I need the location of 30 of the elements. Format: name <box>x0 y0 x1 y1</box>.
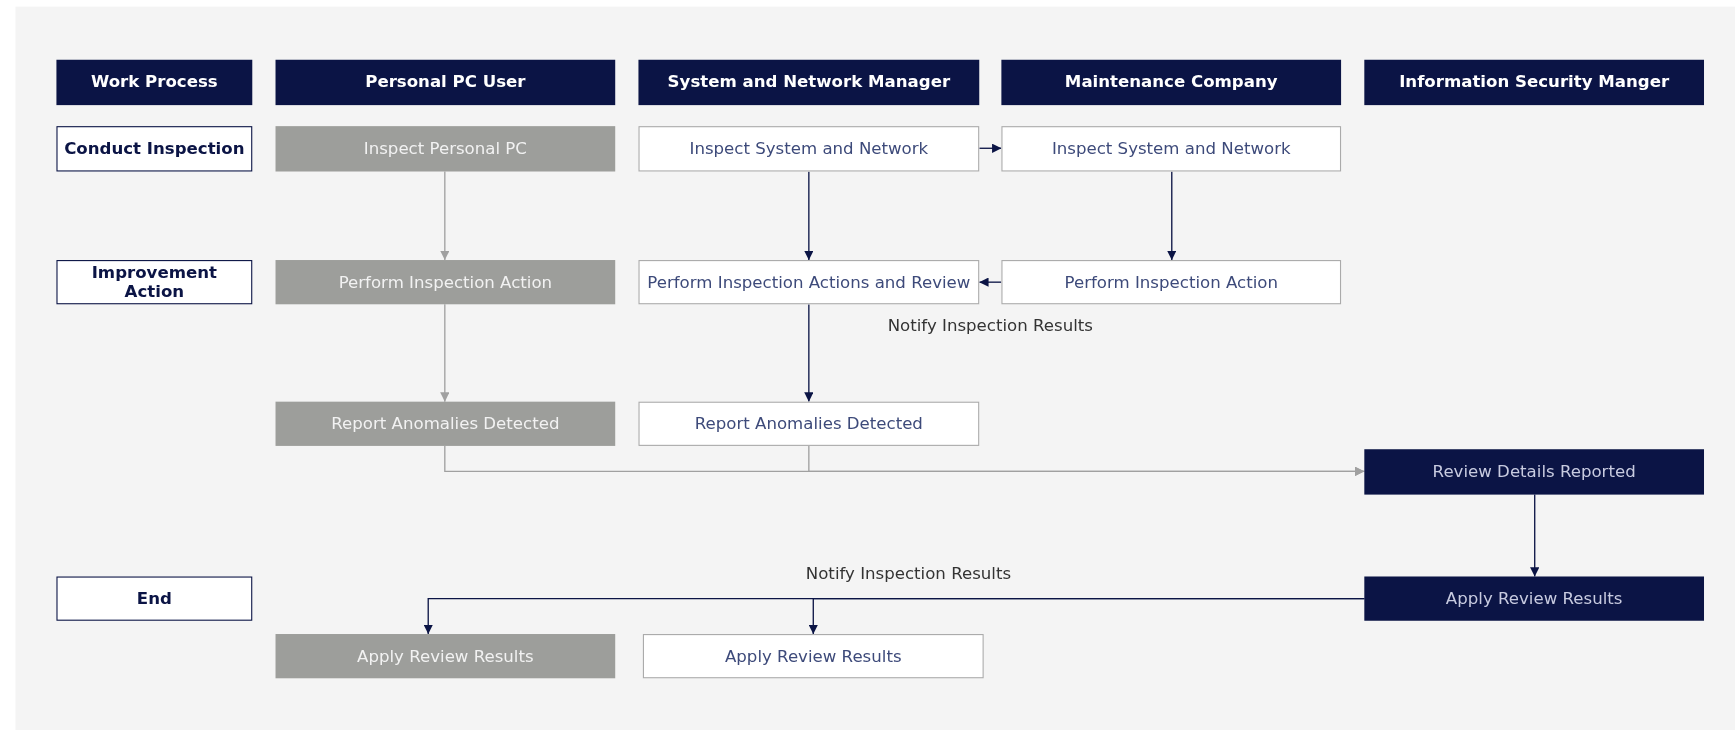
row-label: Conduct Inspection <box>56 126 253 172</box>
process-box: Report Anomalies Detected <box>275 401 616 446</box>
process-box: Perform Inspection Action <box>275 260 616 305</box>
process-box: Review Details Reported <box>1364 449 1704 495</box>
arrow <box>440 170 450 261</box>
arrow <box>804 170 814 261</box>
arrow <box>804 303 814 403</box>
arrow <box>978 143 1003 153</box>
process-box: Apply Review Results <box>275 634 616 679</box>
lane-header: System and Network Manager <box>638 59 980 106</box>
arrow <box>978 277 1003 287</box>
lane-header: Work Process <box>56 59 253 106</box>
arrow <box>1530 493 1540 578</box>
arrow <box>1167 170 1177 261</box>
lane-header: Maintenance Company <box>1001 59 1342 106</box>
process-box: Inspect System and Network <box>1001 126 1342 172</box>
arrow <box>440 303 450 403</box>
lane-header: Personal PC User <box>275 59 616 106</box>
process-box: Perform Inspection Actions and Review <box>638 260 980 305</box>
process-box: Inspect Personal PC <box>275 126 616 172</box>
process-box: Perform Inspection Action <box>1001 260 1342 305</box>
row-label: Improvement Action <box>56 260 253 305</box>
lane-header: Information Security Manger <box>1364 59 1704 106</box>
process-box: Inspect System and Network <box>638 126 980 172</box>
process-box: Apply Review Results <box>1364 576 1704 621</box>
arrow <box>808 597 1365 635</box>
arrow <box>808 445 1365 476</box>
process-box: Apply Review Results <box>642 634 984 679</box>
row-label: End <box>56 576 253 621</box>
process-box: Report Anomalies Detected <box>638 401 980 446</box>
